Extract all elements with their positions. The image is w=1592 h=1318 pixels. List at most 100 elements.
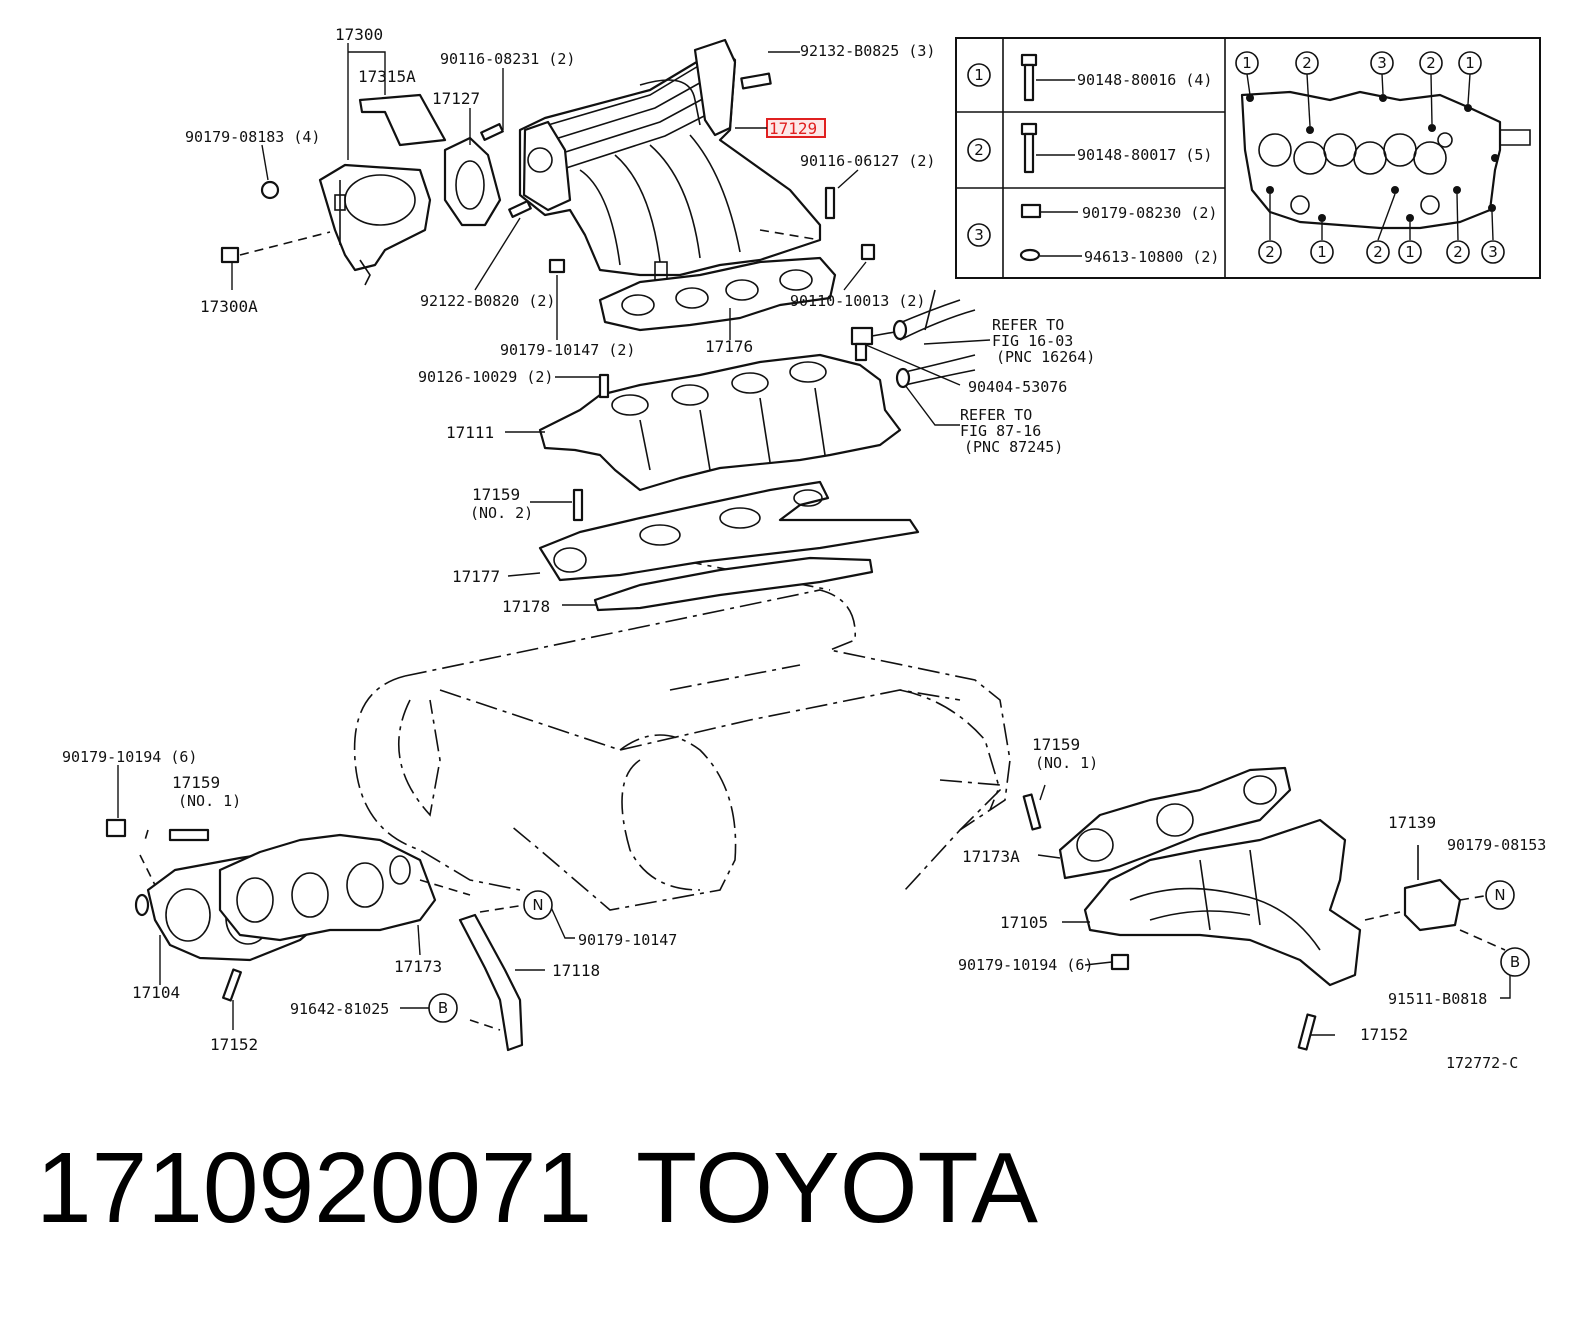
svg-text:N: N — [532, 896, 543, 914]
pattern-marker-bottom-2: 1 — [1310, 240, 1334, 264]
gasket-17178 — [593, 556, 874, 612]
dash-right-b — [1459, 929, 1506, 951]
pattern-marker-bottom-4: 1 — [1398, 240, 1422, 264]
figure-code: 172772-C — [1446, 1054, 1518, 1072]
stud-17152-right — [1297, 1013, 1317, 1051]
label-17173A: 17173A — [962, 847, 1020, 866]
pattern-marker-bottom-1: 2 — [1258, 240, 1282, 264]
pattern-marker-bottom-6: 3 — [1481, 240, 1505, 264]
bolt-90110-10013 — [860, 243, 876, 261]
label-17300A: 17300A — [200, 297, 258, 316]
label-90179-10194-right: 90179-10194 (6) — [958, 956, 1093, 974]
label-17300: 17300 — [335, 25, 383, 44]
legend-part-90179-08230: 90179-08230 (2) — [1082, 204, 1217, 222]
legend-part-94613-10800: 94613-10800 (2) — [1084, 248, 1219, 266]
dash-left-1 — [139, 829, 156, 886]
label-17159-no2: 17159 — [472, 485, 520, 504]
svg-text:N: N — [1494, 886, 1505, 904]
label-17111: 17111 — [446, 423, 494, 442]
label-17159-no2-sub: (NO. 2) — [470, 504, 533, 522]
gasket-17177 — [538, 480, 920, 582]
marker-B-left: B — [428, 993, 458, 1023]
legend-row-2-number: 2 — [967, 138, 991, 162]
nut-90179-10194-right — [1110, 953, 1130, 971]
label-90179-10147: 90179-10147 — [578, 931, 677, 949]
legend-row-3-number: 3 — [967, 223, 991, 247]
label-91642-81025: 91642-81025 — [290, 1000, 389, 1018]
svg-text:3: 3 — [974, 226, 984, 244]
svg-text:2: 2 — [1373, 243, 1383, 261]
label-90404-53076: 90404-53076 — [968, 378, 1067, 396]
legend-part-90148-80016: 90148-80016 (4) — [1077, 71, 1212, 89]
nut-90179-10147 — [548, 258, 566, 274]
gasket-17173A — [1058, 766, 1292, 880]
exhaust-manifold-right — [1083, 818, 1362, 987]
pattern-marker-top-5: 1 — [1458, 51, 1482, 75]
label-17176: 17176 — [705, 337, 753, 356]
svg-text:1: 1 — [1405, 243, 1415, 261]
hose-refer-16-03 — [892, 289, 976, 341]
svg-text:2: 2 — [1302, 54, 1312, 72]
stud-92132-B0825 — [740, 72, 772, 90]
stud-17159-no2 — [572, 488, 584, 522]
pattern-marker-top-3: 3 — [1370, 51, 1394, 75]
stud-92122-B0820 — [508, 200, 532, 218]
nut-icon — [1020, 203, 1078, 219]
label-refer-1-line1: REFER TO — [992, 316, 1064, 334]
gasket-17176 — [598, 256, 837, 332]
sensor-17139 — [1403, 845, 1462, 932]
fastener-legend: 1 2 3 90148-80016 (4) 90 — [955, 37, 1541, 279]
engine-block-outline — [353, 559, 1011, 911]
marker-N-right: N — [1485, 880, 1515, 910]
pattern-marker-top-1: 1 — [1235, 51, 1259, 75]
label-90179-10194-left: 90179-10194 (6) — [62, 748, 197, 766]
label-17152-right: 17152 — [1360, 1025, 1408, 1044]
pattern-marker-top-2: 2 — [1295, 51, 1319, 75]
svg-text:3: 3 — [1488, 243, 1498, 261]
dash-right-n — [1364, 894, 1491, 921]
gasket-17315A — [358, 93, 447, 147]
stud-90116-08231 — [480, 123, 504, 141]
label-90179-08183: 90179-08183 (4) — [185, 128, 320, 146]
label-17177: 17177 — [452, 567, 500, 586]
label-refer-1-line3: (PNC 16264) — [996, 348, 1095, 366]
label-17129: 17129 — [769, 119, 817, 138]
gasket-17173 — [218, 833, 437, 942]
label-17159-no1-left: 17159 — [172, 773, 220, 792]
footer-part-number: 1710920071 — [36, 1132, 592, 1244]
tightening-pattern-gasket — [1240, 73, 1531, 241]
label-17159-no1-right: 17159 — [1032, 735, 1080, 754]
washer-icon — [1019, 248, 1082, 262]
nut-90179-10194-left — [105, 818, 127, 838]
label-17118: 17118 — [552, 961, 600, 980]
label-17139: 17139 — [1388, 813, 1436, 832]
bolt-icon — [1020, 122, 1075, 174]
legend-row-1-number: 1 — [967, 63, 991, 87]
label-17173: 17173 — [394, 957, 442, 976]
svg-text:2: 2 — [1265, 243, 1275, 261]
leader-lines — [117, 43, 1511, 1036]
svg-text:B: B — [438, 999, 448, 1017]
label-90110-10013: 90110-10013 (2) — [790, 292, 925, 310]
label-91511-B0818: 91511-B0818 — [1388, 990, 1487, 1008]
label-17152-left: 17152 — [210, 1035, 258, 1054]
label-17178: 17178 — [502, 597, 550, 616]
label-17105: 17105 — [1000, 913, 1048, 932]
stud-17159-no1-left — [168, 828, 210, 842]
stud-17159-no1-right — [1022, 793, 1042, 831]
intake-manifold-lower — [538, 353, 902, 492]
stud-90116-06127 — [824, 186, 836, 220]
footer-brand: TOYOTA — [636, 1132, 1038, 1244]
gasket-17127 — [443, 136, 502, 227]
svg-text:1: 1 — [1465, 54, 1475, 72]
svg-text:1: 1 — [1317, 243, 1327, 261]
label-refer-1-line2: FIG 16-03 — [992, 332, 1073, 350]
label-90116-06127: 90116-06127 (2) — [800, 152, 935, 170]
label-17159-no1-left-sub: (NO. 1) — [178, 792, 241, 810]
bolt-17300A — [220, 231, 331, 264]
label-17104: 17104 — [132, 983, 180, 1002]
pattern-marker-bottom-3: 2 — [1366, 240, 1390, 264]
hose-refer-87-16 — [895, 354, 976, 389]
label-refer-2-line1: REFER TO — [960, 406, 1032, 424]
